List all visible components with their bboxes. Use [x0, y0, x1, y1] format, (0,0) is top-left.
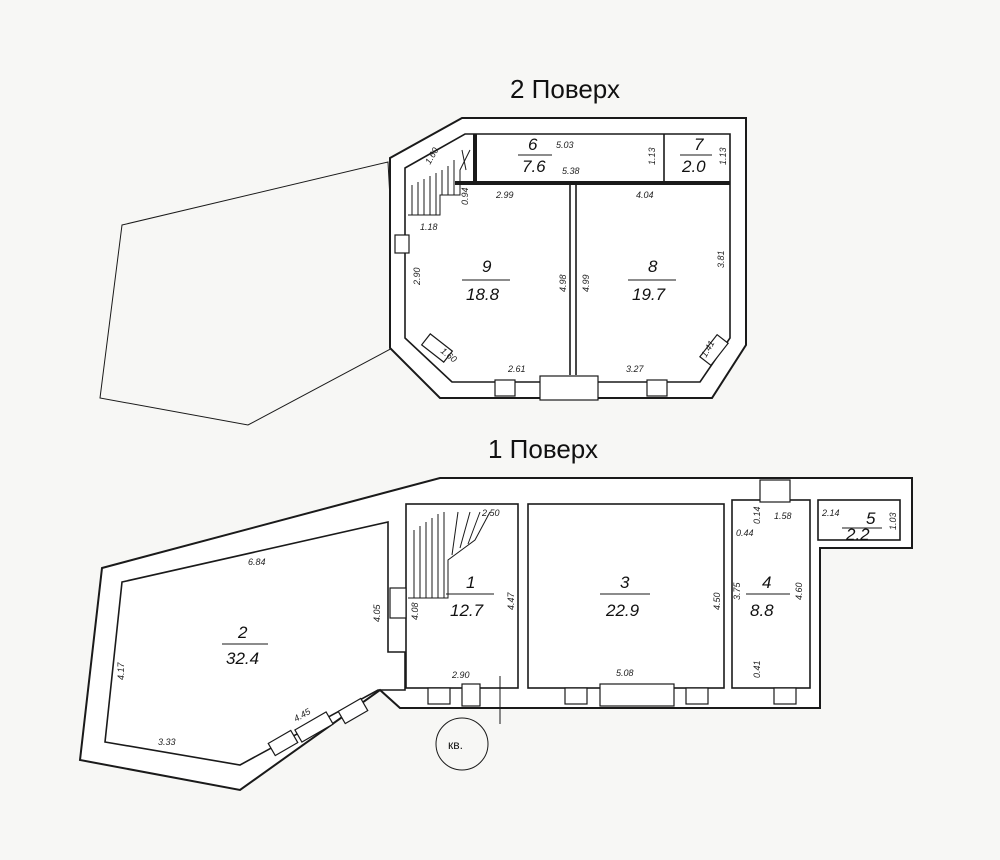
room-6-area: 7.6	[522, 157, 546, 176]
dim-2-12: 4.99	[581, 274, 591, 292]
dim-1-11: 4.50	[712, 592, 722, 610]
dim-1-13: 4.60	[794, 582, 804, 600]
room-9-area: 18.8	[466, 285, 500, 304]
dim-1-12: 3.75	[732, 581, 742, 600]
room-4-number: 4	[762, 573, 771, 592]
dim-1-3: 4.17	[116, 661, 126, 680]
room-3-number: 3	[620, 573, 630, 592]
room-2-number: 2	[237, 623, 248, 642]
first-floor-window-top	[759, 479, 791, 503]
dim-1-10: 5.08	[616, 668, 634, 678]
dim-2-15: 2.61	[507, 364, 526, 374]
room-1-number: 1	[466, 573, 475, 592]
first-floor-window-c	[427, 687, 451, 705]
dim-2-3: 1.13	[647, 147, 657, 165]
room-8-number: 8	[648, 257, 658, 276]
dim-1-1: 6.84	[248, 557, 266, 567]
dim-2-16: 3.27	[626, 364, 645, 374]
room-5-walls	[817, 499, 901, 541]
second-floor-title: 2 Поверх	[510, 74, 620, 104]
second-floor-window-center	[539, 375, 599, 401]
first-floor-inner-outline	[104, 520, 406, 766]
second-floor-window-left	[494, 379, 516, 397]
first-floor-walls	[78, 477, 913, 792]
first-floor-window-diag2	[267, 729, 299, 757]
dim-1-8: 4.47	[506, 591, 516, 610]
entrance-label: кв.	[448, 738, 463, 752]
first-floor-window-a	[564, 687, 588, 705]
room-1-area: 12.7	[450, 601, 484, 620]
dim-1-18: 2.14	[821, 508, 840, 518]
second-floor-window-diag-right	[699, 333, 729, 367]
first-floor-window-diag3	[337, 697, 369, 725]
first-floor-window-diag1	[294, 711, 334, 743]
first-floor-door	[461, 683, 481, 707]
first-floor-window-center	[599, 683, 675, 707]
room-7-area: 2.0	[681, 157, 706, 176]
dim-1-9: 2.90	[451, 670, 470, 680]
first-floor-window-d	[773, 687, 797, 705]
room-9-number: 9	[482, 257, 492, 276]
dim-1-14: 1.58	[774, 511, 792, 521]
room-3-area: 22.9	[605, 601, 640, 620]
dim-2-4: 1.13	[718, 147, 728, 165]
dim-2-10: 2.90	[412, 267, 422, 286]
dim-2-7: 5.38	[562, 166, 580, 176]
second-floor-stair	[408, 149, 471, 216]
dim-1-19: 1.03	[888, 512, 898, 530]
second-floor-walls	[389, 117, 747, 399]
room-7-number: 7	[694, 135, 704, 154]
room-4-area: 8.8	[750, 601, 774, 620]
dim-2-6: 2.99	[495, 190, 514, 200]
first-floor-window-b	[685, 687, 709, 705]
first-floor-stair	[408, 511, 491, 599]
room-2-area: 32.4	[226, 649, 259, 668]
dim-2-2: 5.03	[556, 140, 574, 150]
second-floor-window-diag-left	[420, 333, 454, 363]
terrace-outline	[99, 161, 399, 426]
dim-1-17: 0.41	[752, 660, 762, 678]
dim-1-15: 0.44	[736, 528, 754, 538]
first-floor-title: 1 Поверх	[488, 434, 598, 464]
dim-1-16: 0.14	[752, 506, 762, 524]
room-8-area: 19.7	[632, 285, 666, 304]
dim-2-5: 0.94	[460, 187, 470, 205]
dim-1-6: 2.50	[481, 508, 500, 518]
entrance-circle	[435, 717, 489, 771]
second-floor-window-right	[646, 379, 668, 397]
dim-2-8: 4.04	[636, 190, 654, 200]
room-6-number: 6	[528, 135, 538, 154]
first-floor-door-left	[389, 587, 407, 619]
dim-2-13: 3.81	[716, 250, 726, 268]
dim-1-4: 3.33	[158, 737, 176, 747]
dim-1-7: 4.08	[410, 602, 420, 620]
dim-1-2: 4.05	[372, 603, 382, 622]
dim-2-11: 4.98	[558, 274, 568, 292]
room-5-area: 2.2	[845, 525, 870, 544]
room-5-number: 5	[866, 509, 876, 528]
dim-2-9: 1.18	[420, 222, 438, 232]
second-floor-door-left	[394, 234, 410, 254]
